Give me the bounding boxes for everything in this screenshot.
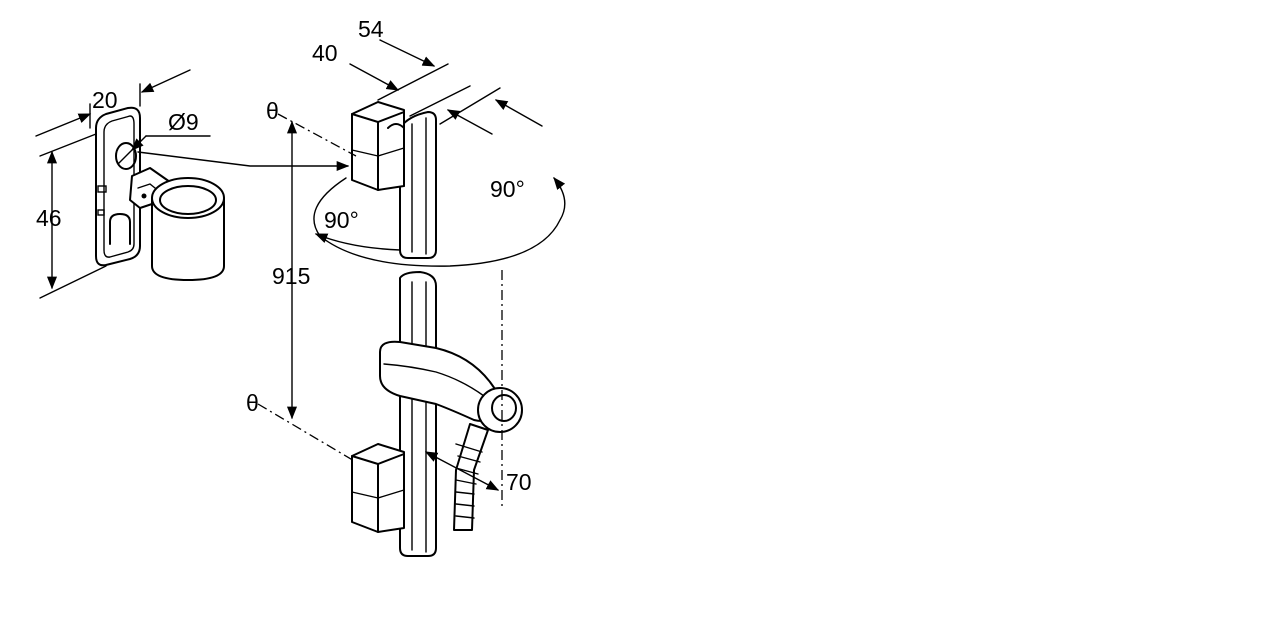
hole-diameter-label: Ø9 [168,109,199,135]
holder-offset-label: 70 [506,469,532,495]
shower-rail-detail [351,101,523,557]
rail-dimensions: 54 40 θ θ 915 90° 90° 70 [246,16,566,510]
upper-axis-marker: θ [266,98,279,124]
rotation-right-label: 90° [490,176,525,202]
rail-width-label: 54 [358,16,384,42]
rail-length-label: 915 [272,263,310,289]
rotation-left-label: 90° [324,207,359,233]
lower-axis-marker: θ [246,390,259,416]
wall-bracket-detail [95,106,225,281]
bracket-depth-label: 20 [92,87,118,113]
rail-depth-label: 40 [312,40,338,66]
bracket-height-label: 46 [36,205,62,231]
bracket-dimensions: 20 Ø9 46 [35,69,350,299]
